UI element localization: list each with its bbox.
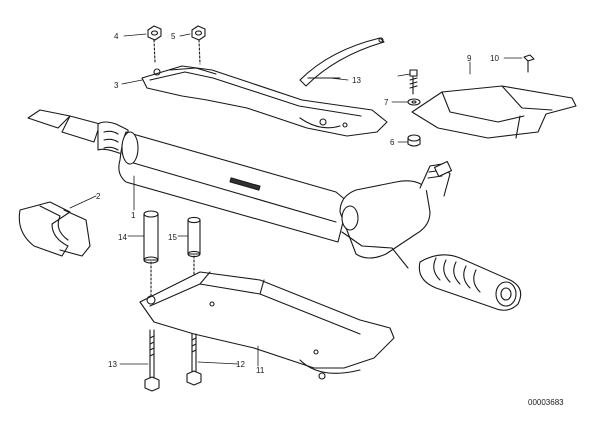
sleeve-15 (187, 216, 201, 258)
upper-bracket-3 (141, 65, 388, 137)
callout-13-strap: 13 (352, 76, 361, 85)
callout-13-bolt: 13 (108, 360, 117, 369)
callout-4: 4 (114, 32, 119, 41)
bolt-12 (186, 333, 202, 386)
cover-plate-9 (411, 85, 577, 139)
bolt-8 (409, 69, 418, 95)
callout-labels: 4 5 3 13 9 10 7 6 2 1 14 15 13 12 11 000… (96, 32, 564, 407)
clamp-2 (18, 201, 91, 257)
callout-3: 3 (114, 81, 119, 90)
callout-10: 10 (490, 54, 499, 63)
callout-11: 11 (256, 366, 265, 375)
bolt-13 (144, 329, 160, 392)
callout-9: 9 (467, 54, 472, 63)
leader-lines (69, 33, 523, 367)
bushing-6 (407, 134, 421, 147)
callout-5: 5 (171, 32, 176, 41)
callout-1: 1 (131, 211, 136, 220)
nut-5 (191, 25, 206, 41)
lower-bracket-11 (139, 271, 395, 380)
rack-housing-1 (27, 109, 349, 243)
reference-number: 00003683 (528, 398, 564, 407)
callout-7: 7 (384, 98, 389, 107)
bellows-boot (418, 254, 522, 311)
strap-13 (299, 37, 385, 87)
callout-15: 15 (168, 233, 177, 242)
pinion-housing (339, 160, 453, 269)
washer-7 (407, 98, 421, 106)
callout-14: 14 (118, 233, 127, 242)
callout-2: 2 (96, 192, 101, 201)
callout-12: 12 (236, 360, 245, 369)
screw-10 (523, 54, 535, 73)
sleeve-14 (143, 210, 159, 264)
nut-4 (147, 25, 162, 41)
callout-6: 6 (390, 138, 395, 147)
